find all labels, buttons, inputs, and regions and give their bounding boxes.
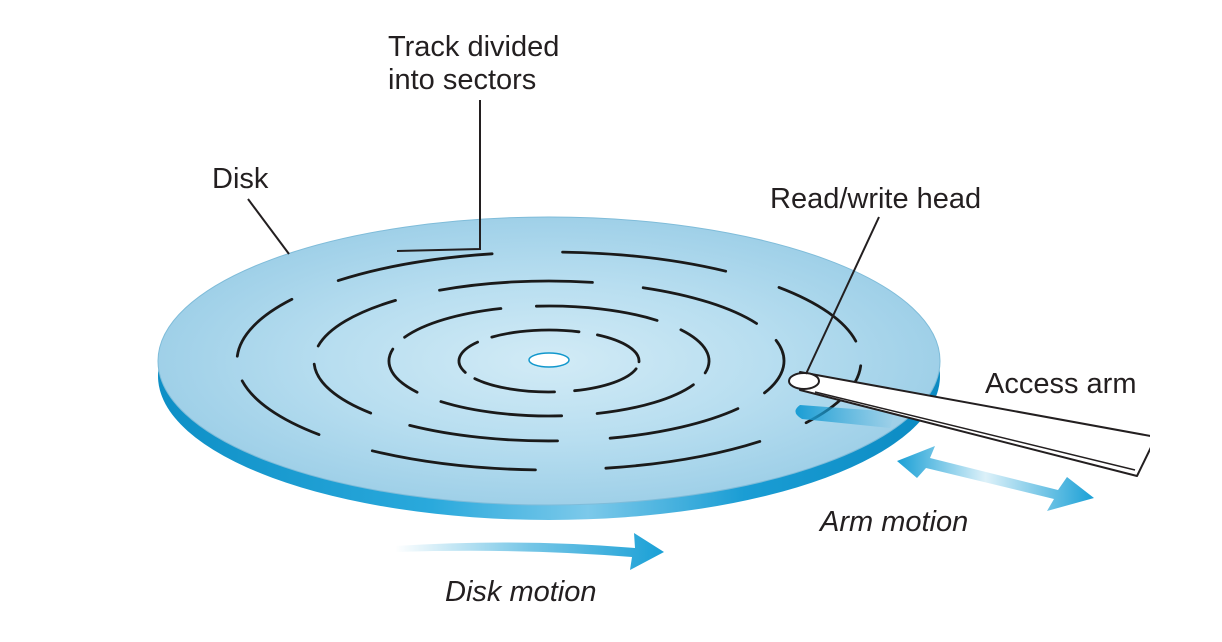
track-sector bbox=[457, 340, 479, 374]
track-label-line1: Track divided bbox=[388, 31, 559, 63]
track-sector bbox=[408, 424, 559, 443]
access-arm-edge bbox=[814, 391, 1136, 471]
read-write-head bbox=[788, 372, 820, 390]
track-sector bbox=[641, 286, 758, 325]
track-sector bbox=[604, 440, 762, 470]
track-sector bbox=[312, 362, 373, 415]
disk-motion-label: Disk motion bbox=[445, 576, 597, 608]
track-sector bbox=[387, 347, 419, 394]
disk-platter bbox=[157, 216, 941, 520]
disk-label: Disk bbox=[212, 163, 269, 195]
track-sector bbox=[403, 307, 503, 339]
access-arm bbox=[788, 371, 1222, 490]
read-write-head-leader-line bbox=[805, 216, 880, 375]
track-sector bbox=[595, 383, 695, 415]
track-sector bbox=[490, 328, 581, 339]
track-sector bbox=[336, 252, 494, 282]
track-sector bbox=[439, 400, 563, 418]
tracks bbox=[235, 250, 863, 472]
read-write-head-label: Read/write head bbox=[770, 183, 981, 215]
disk-spindle-hole bbox=[528, 352, 570, 368]
track-sector bbox=[370, 449, 537, 472]
track-sector bbox=[679, 328, 711, 375]
track-sector bbox=[573, 367, 638, 393]
track-sector bbox=[316, 299, 397, 348]
track-sector bbox=[473, 377, 556, 394]
track-sector bbox=[561, 250, 728, 273]
track-label-line2: into sectors bbox=[388, 64, 536, 96]
access-arm-label: Access arm bbox=[985, 368, 1136, 400]
track-sector bbox=[763, 339, 786, 395]
disk-leader-line bbox=[247, 198, 290, 255]
track-sector bbox=[608, 407, 740, 440]
arm-motion-arrow bbox=[897, 446, 1094, 511]
track-sector bbox=[438, 279, 594, 292]
track-sector bbox=[777, 286, 858, 343]
track-sector bbox=[596, 333, 641, 364]
track-leader-line bbox=[396, 100, 481, 252]
track-sector bbox=[240, 379, 321, 436]
track-sector bbox=[235, 297, 294, 358]
head-shadow bbox=[795, 405, 895, 428]
disk-motion-arrow bbox=[395, 533, 664, 570]
arm-motion-label: Arm motion bbox=[818, 506, 968, 538]
track-sector bbox=[535, 304, 659, 322]
